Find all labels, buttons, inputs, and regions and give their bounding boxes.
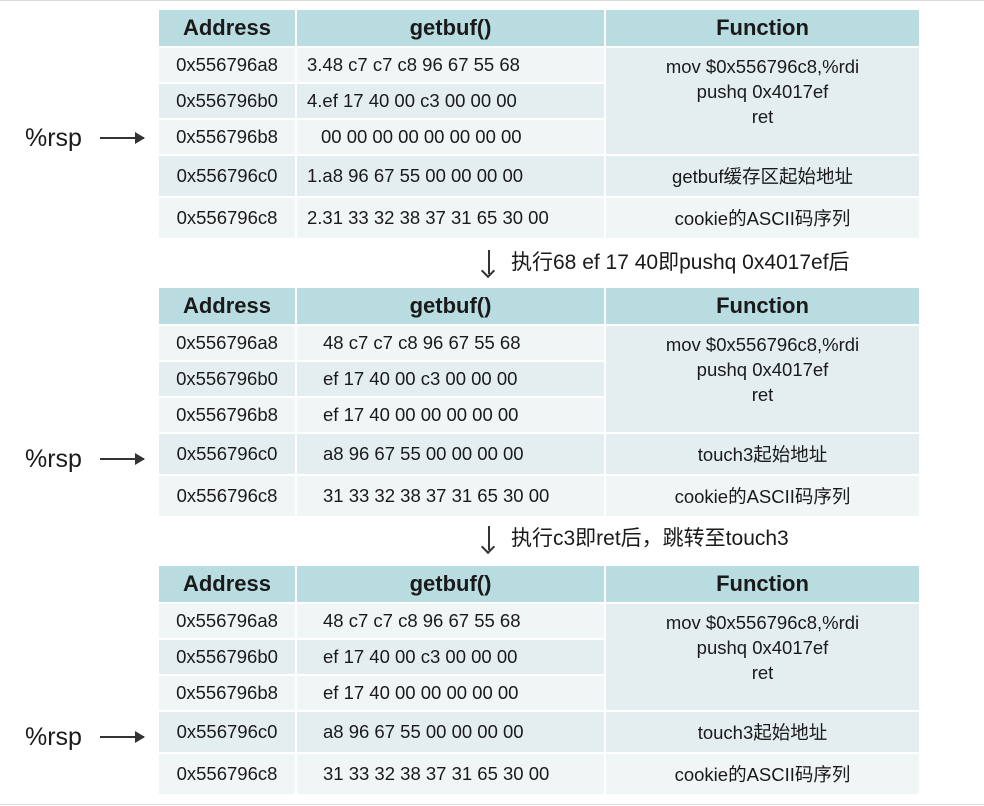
function-ret: ret [751,662,774,683]
function-cookie-ascii: cookie的ASCII码序列 [604,196,921,240]
function-mov: mov $0x556796c8,%rdi [665,334,860,355]
stack-row: 0x556796b8 ef 17 40 00 00 00 00 00 [157,674,920,712]
stack-row: 0x556796a8 3.48 c7 c7 c8 96 67 55 68 mov… [157,46,921,156]
header-address: Address [157,286,297,326]
value-cell: 31 33 32 38 37 31 65 30 00 [295,474,606,518]
function-cookie-ascii: cookie的ASCII码序列 [604,474,921,518]
stack-row: 0x556796c8 31 33 32 38 37 31 65 30 00 co… [157,474,921,518]
header-function: Function [604,286,921,326]
function-mov: mov $0x556796c8,%rdi [665,612,860,633]
stack-row: 0x556796c0 1.a8 96 67 55 00 00 00 00 get… [157,154,921,198]
function-touch3-start: touch3起始地址 [604,432,921,476]
rsp-label: %rsp [25,124,82,152]
top-divider [0,0,984,1]
arrow-down-icon [481,524,497,554]
stack-row: 0x556796b8 ef 17 40 00 00 00 00 00 [157,396,920,434]
rsp-label: %rsp [25,723,82,751]
stack-row: 0x556796c0 a8 96 67 55 00 00 00 00 touch… [157,710,921,754]
address-cell: 0x556796c0 [157,432,297,476]
value-cell: ef 17 40 00 c3 00 00 00 [295,638,606,676]
value-cell: ef 17 40 00 00 00 00 00 [295,396,606,434]
stack-row: 0x556796b0 ef 17 40 00 c3 00 00 00 [157,360,920,398]
function-mov: mov $0x556796c8,%rdi [665,56,860,77]
rsp-label: %rsp [25,445,82,473]
address-cell: 0x556796c8 [157,752,297,796]
header-getbuf: getbuf() [295,564,606,604]
value-cell: 31 33 32 38 37 31 65 30 00 [295,752,606,796]
stack-row: 0x556796a8 48 c7 c7 c8 96 67 55 68 mov $… [157,324,921,434]
step-2: 执行c3即ret后，跳转至touch3 [481,524,789,554]
stack-row: 0x556796b0 4.ef 17 40 00 c3 00 00 00 [157,82,920,120]
stack-row: 0x556796c8 31 33 32 38 37 31 65 30 00 co… [157,752,921,796]
address-cell: 0x556796b8 [157,674,297,712]
header-row: Address getbuf() Function [157,286,921,326]
value-cell: 4.ef 17 40 00 c3 00 00 00 [295,82,606,120]
address-cell: 0x556796c8 [157,474,297,518]
function-ret: ret [751,106,774,127]
header-function: Function [604,8,921,48]
stack-table-3-grid: Address getbuf() Function 0x556796a8 48 … [157,564,921,796]
stack-row: 0x556796c8 2.31 33 32 38 37 31 65 30 00 … [157,196,921,240]
value-cell: 1.a8 96 67 55 00 00 00 00 [295,154,606,198]
function-block: mov $0x556796c8,%rdi pushq 0x4017ef ret [604,602,921,712]
stack-row: 0x556796b0 ef 17 40 00 c3 00 00 00 [157,638,920,676]
function-pushq: pushq 0x4017ef [696,637,829,658]
function-pushq: pushq 0x4017ef [696,81,829,102]
value-cell: ef 17 40 00 00 00 00 00 [295,674,606,712]
stack-row: 0x556796b8 00 00 00 00 00 00 00 00 [157,118,920,156]
header-row: Address getbuf() Function [157,8,921,48]
function-getbuf-start: getbuf缓存区起始地址 [604,154,921,198]
rsp-pointer-1: %rsp [25,123,145,153]
arrow-right-icon [99,453,145,465]
address-cell: 0x556796c0 [157,710,297,754]
value-cell: 48 c7 c7 c8 96 67 55 68 [295,324,606,362]
address-cell: 0x556796a8 [157,324,297,362]
value-cell: 48 c7 c7 c8 96 67 55 68 [295,602,606,640]
address-cell: 0x556796b8 [157,118,297,156]
step-1: 执行68 ef 17 40即pushq 0x4017ef后 [481,248,850,278]
address-cell: 0x556796b0 [157,638,297,676]
value-cell: a8 96 67 55 00 00 00 00 [295,432,606,476]
stack-row: 0x556796c0 a8 96 67 55 00 00 00 00 touch… [157,432,921,476]
address-cell: 0x556796c8 [157,196,297,240]
header-address: Address [157,564,297,604]
arrow-right-icon [99,731,145,743]
header-getbuf: getbuf() [295,8,606,48]
step-1-text: 执行68 ef 17 40即pushq 0x4017ef后 [511,251,850,274]
stack-table-2-grid: Address getbuf() Function 0x556796a8 48 … [157,286,921,518]
function-cookie-ascii: cookie的ASCII码序列 [604,752,921,796]
stack-table-3: Address getbuf() Function 0x556796a8 48 … [157,564,921,796]
value-cell: a8 96 67 55 00 00 00 00 [295,710,606,754]
stack-table-1-grid: Address getbuf() Function 0x556796a8 3.4… [157,8,921,240]
step-2-text: 执行c3即ret后，跳转至touch3 [511,527,789,550]
value-cell: ef 17 40 00 c3 00 00 00 [295,360,606,398]
value-cell: 2.31 33 32 38 37 31 65 30 00 [295,196,606,240]
address-cell: 0x556796a8 [157,602,297,640]
address-cell: 0x556796b0 [157,360,297,398]
address-cell: 0x556796b8 [157,396,297,434]
address-cell: 0x556796b0 [157,82,297,120]
bottom-divider [0,804,984,805]
function-block: mov $0x556796c8,%rdi pushq 0x4017ef ret [604,46,921,156]
stack-table-2: Address getbuf() Function 0x556796a8 48 … [157,286,921,518]
stack-table-1: Address getbuf() Function 0x556796a8 3.4… [157,8,921,240]
header-getbuf: getbuf() [295,286,606,326]
value-cell: 3.48 c7 c7 c8 96 67 55 68 [295,46,606,84]
arrow-down-icon [481,248,497,278]
arrow-right-icon [99,132,145,144]
header-function: Function [604,564,921,604]
address-cell: 0x556796a8 [157,46,297,84]
function-ret: ret [751,384,774,405]
header-row: Address getbuf() Function [157,564,921,604]
rsp-pointer-2: %rsp [25,444,145,474]
function-touch3-start: touch3起始地址 [604,710,921,754]
header-address: Address [157,8,297,48]
stack-row: 0x556796a8 48 c7 c7 c8 96 67 55 68 mov $… [157,602,921,712]
function-pushq: pushq 0x4017ef [696,359,829,380]
rsp-pointer-3: %rsp [25,722,145,752]
function-block: mov $0x556796c8,%rdi pushq 0x4017ef ret [604,324,921,434]
address-cell: 0x556796c0 [157,154,297,198]
value-cell: 00 00 00 00 00 00 00 00 [295,118,606,156]
